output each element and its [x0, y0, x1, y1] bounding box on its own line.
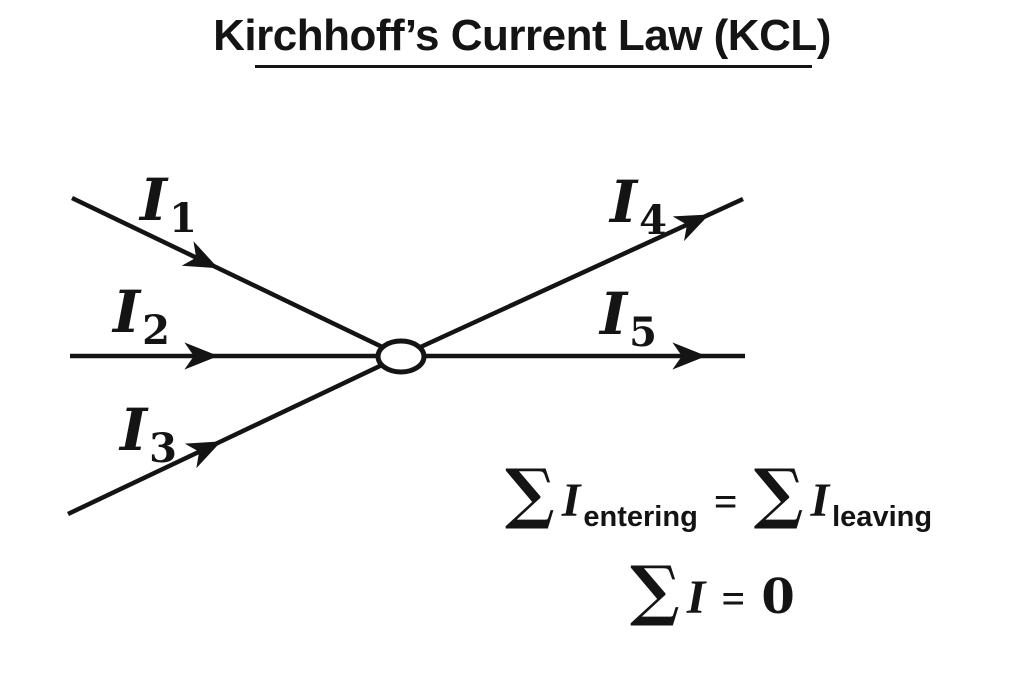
- equals-sign: =: [713, 480, 738, 526]
- kcl-balance-equation: ∑ I entering = ∑ I leaving: [505, 454, 933, 533]
- entering-subscript: entering: [583, 501, 698, 533]
- current-label-i2: I2: [113, 278, 170, 354]
- current-label-i5: I5: [600, 280, 657, 356]
- current-symbol: I: [113, 278, 141, 346]
- current-subscript: 4: [639, 197, 667, 244]
- sigma-symbol: ∑: [505, 454, 555, 532]
- current-symbol: I: [120, 396, 148, 464]
- current-variable: I: [686, 571, 706, 624]
- kcl-net-equation: ∑ I = 0: [630, 551, 795, 629]
- current-symbol: I: [610, 168, 638, 236]
- current-subscript: 3: [149, 425, 177, 472]
- current-subscript: 2: [142, 307, 170, 354]
- sigma-symbol: ∑: [753, 454, 804, 532]
- current-symbol: I: [600, 280, 628, 348]
- sigma-symbol: ∑: [630, 551, 680, 629]
- current-subscript: 1: [169, 195, 197, 242]
- zero-value: 0: [761, 569, 795, 625]
- current-subscript: 5: [629, 309, 657, 356]
- current-variable: I: [810, 474, 830, 527]
- current-label-i4: I4: [610, 168, 667, 244]
- figure-title: Kirchhoff’s Current Law (KCL): [213, 11, 831, 60]
- junction-node: [375, 338, 427, 375]
- current-label-i1: I1: [140, 166, 197, 242]
- current-symbol: I: [140, 166, 168, 234]
- wire-current-i1: [71, 195, 402, 359]
- current-label-i3: I3: [120, 396, 177, 472]
- equals-sign: =: [721, 577, 746, 623]
- wire-current-i4: [400, 196, 744, 359]
- wire-current-i3: [67, 353, 402, 517]
- leaving-subscript: leaving: [832, 501, 933, 533]
- current-variable: I: [561, 474, 581, 527]
- title-underline: [255, 65, 812, 68]
